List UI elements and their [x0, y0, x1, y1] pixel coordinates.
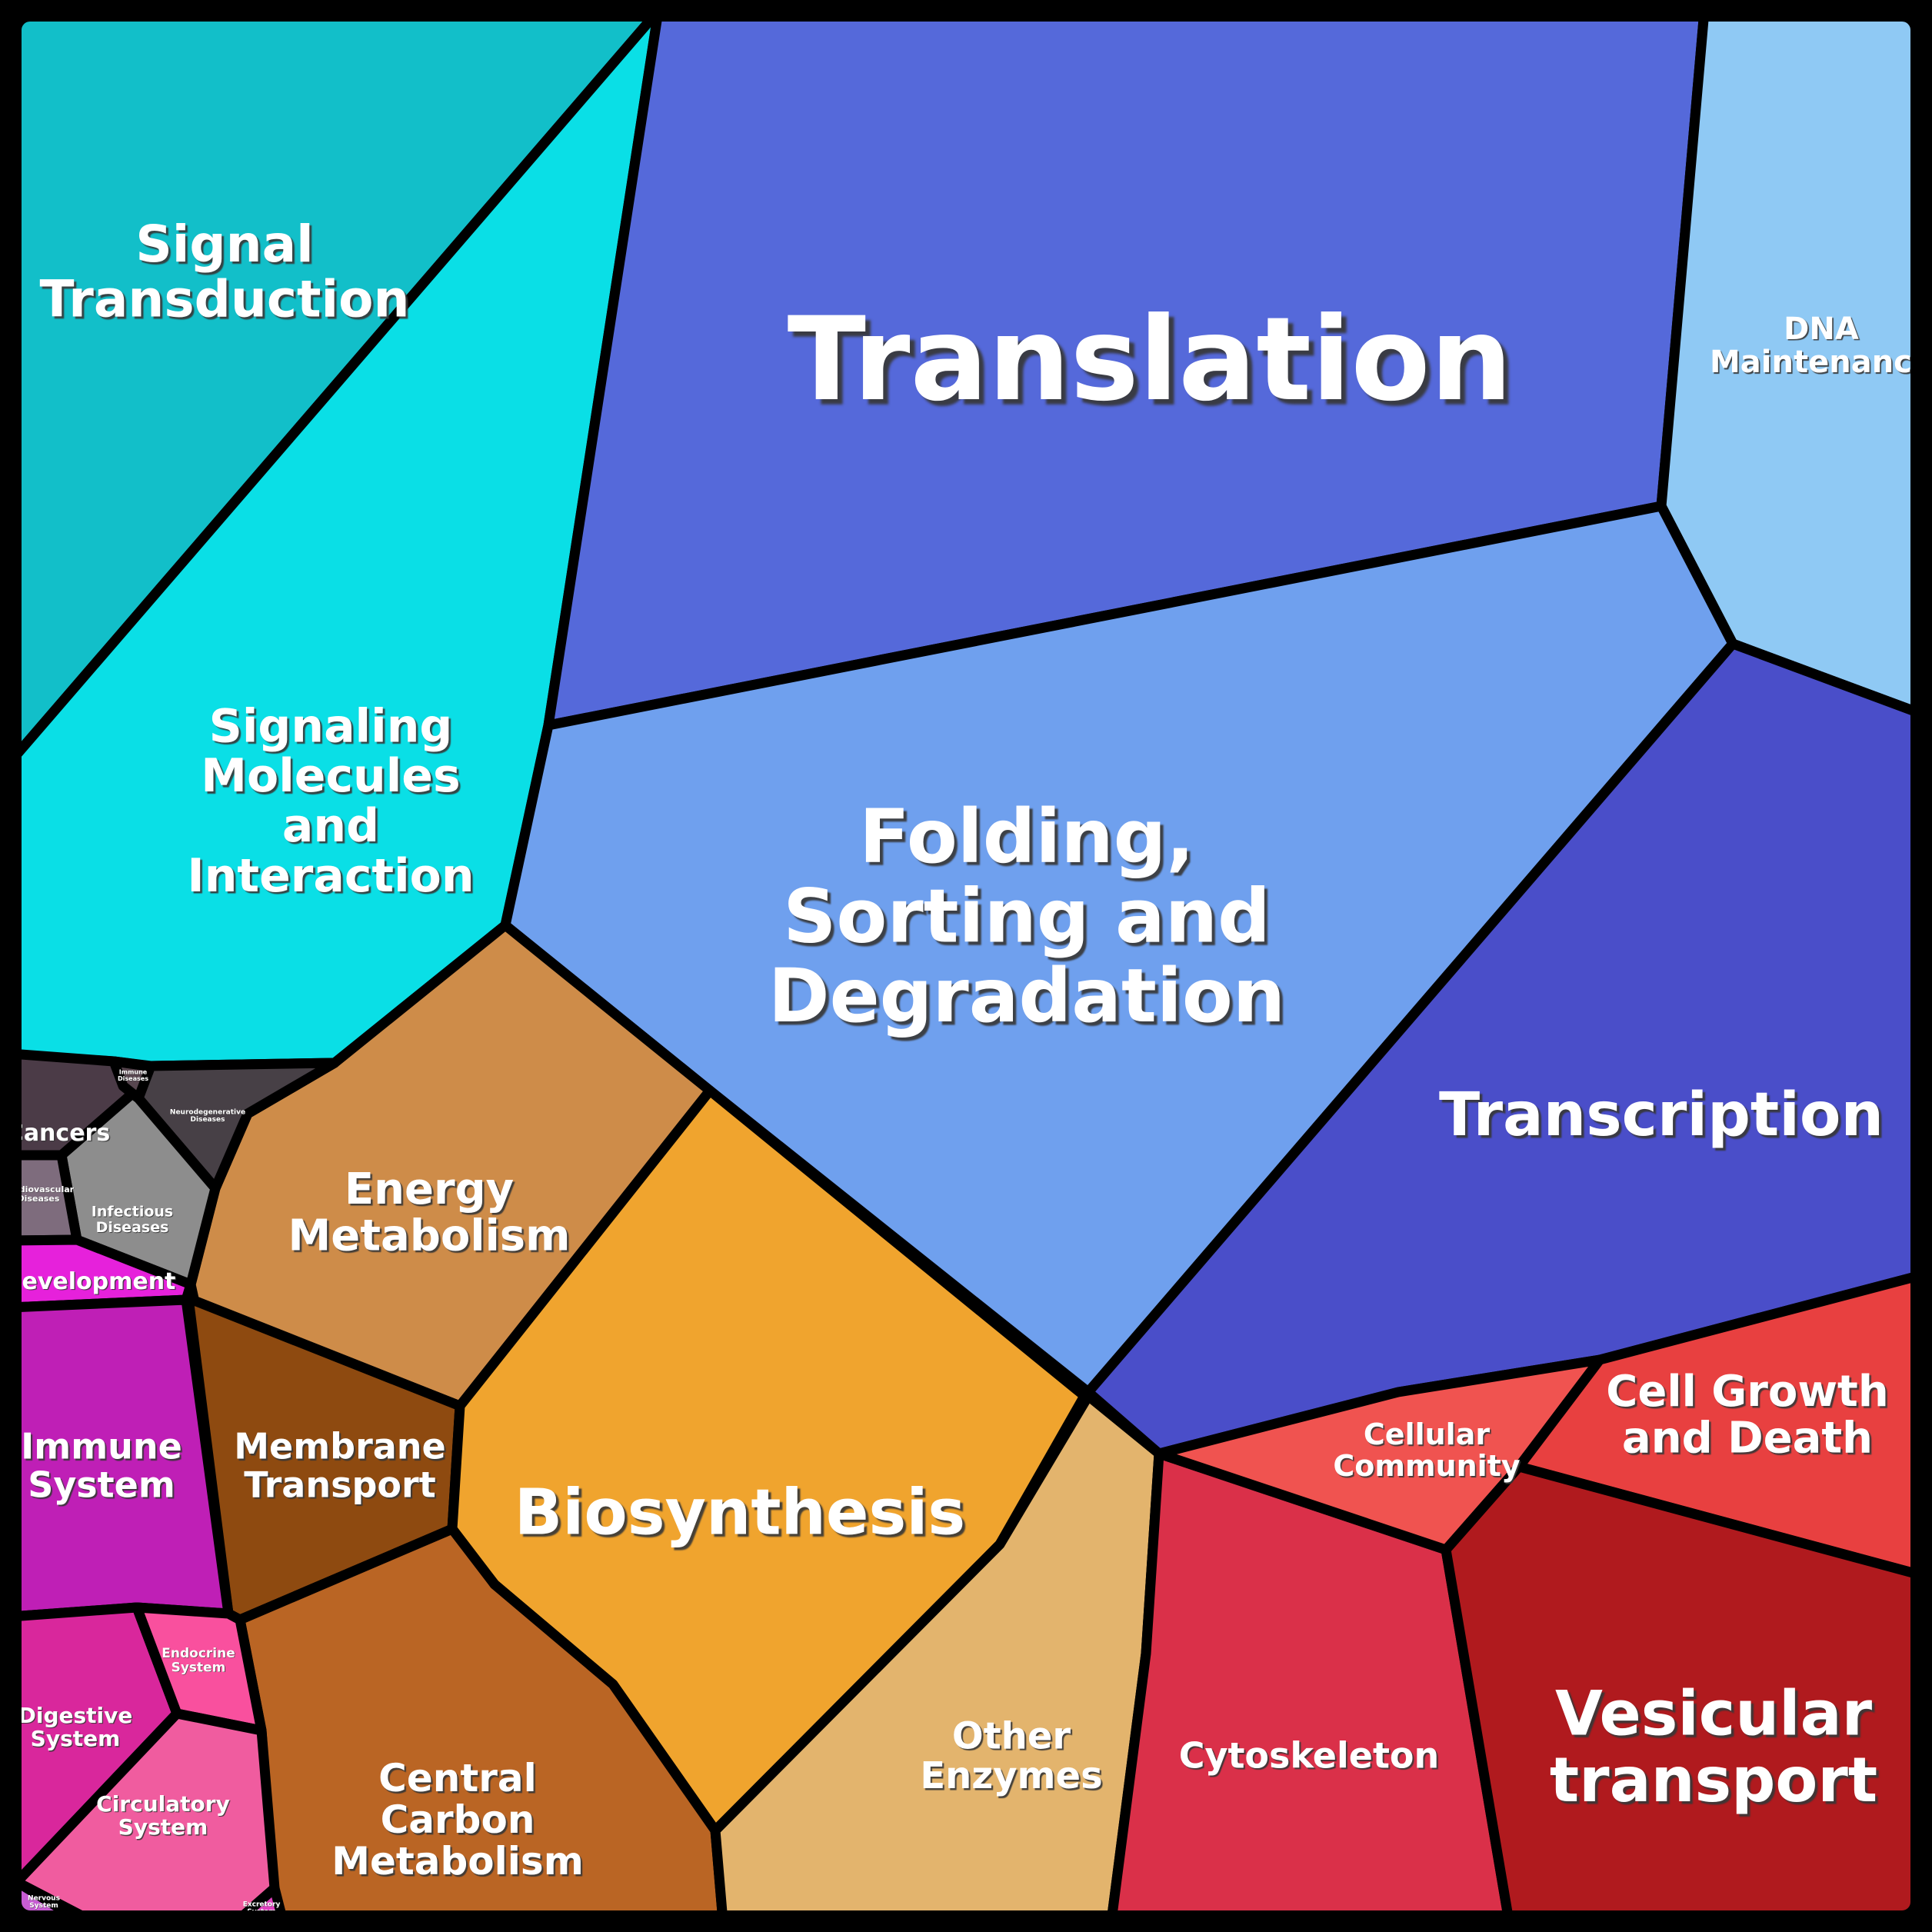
label-development-line-0: Development [3, 1268, 176, 1295]
label-membrane-transport-line-1: Transport [244, 1464, 435, 1505]
label-folding-sorting-degradation-line-0: Folding, [859, 794, 1194, 880]
label-development: Development [3, 1268, 176, 1295]
label-immune-diseases-line-1: Diseases [118, 1075, 148, 1082]
label-transcription: Transcription [1439, 1081, 1884, 1150]
label-immune-system-line-0: Immune [21, 1426, 182, 1467]
label-digestive-system-line-0: Digestive [18, 1703, 133, 1728]
label-vesicular-transport-line-0: Vesicular [1555, 1678, 1873, 1750]
label-cellular-community-line-0: Cellular [1364, 1417, 1490, 1451]
label-endocrine-system-line-1: System [172, 1660, 226, 1675]
label-signaling-molecules-line-0: Signaling [209, 699, 453, 753]
label-cell-growth-and-death-line-0: Cell Growth [1606, 1367, 1888, 1417]
label-energy-metabolism-line-0: Energy [345, 1164, 514, 1214]
label-infectious-diseases-line-0: Infectious [92, 1204, 174, 1221]
label-signal-transduction-line-0: Signal [135, 215, 314, 274]
label-nervous-system-line-1: System [29, 1902, 58, 1910]
label-circulatory-system-line-0: Circulatory [96, 1791, 230, 1817]
label-circulatory-system-line-1: System [118, 1814, 208, 1840]
label-cardiovascular-diseases-line-1: Diseases [18, 1194, 60, 1204]
label-folding-sorting-degradation-line-1: Sorting and [783, 874, 1271, 960]
label-cytoskeleton: Cytoskeleton [1179, 1735, 1440, 1777]
label-other-enzymes-line-1: Enzymes [920, 1754, 1102, 1797]
label-dna-maintenance-line-1: Maintenance [1710, 345, 1932, 380]
label-biosynthesis-line-0: Biosynthesis [515, 1477, 966, 1550]
label-cell-growth-and-death-line-1: and Death [1622, 1413, 1873, 1463]
label-infectious-diseases-line-1: Diseases [96, 1219, 169, 1236]
label-immune-diseases-line-0: Immune [119, 1069, 148, 1076]
label-biosynthesis: Biosynthesis [515, 1477, 966, 1550]
label-digestive-system-line-1: System [31, 1726, 121, 1751]
region-endocrine-system [132, 1602, 267, 1736]
label-membrane-transport-line-0: Membrane [234, 1426, 446, 1467]
label-vesicular-transport-line-1: transport [1550, 1744, 1877, 1816]
label-central-carbon-metabolism-line-2: Metabolism [331, 1839, 584, 1884]
label-transcription-line-0: Transcription [1439, 1081, 1884, 1150]
label-neurodegenerative-diseases-line-0: Neurodegenerative [170, 1108, 245, 1116]
label-translation: Translation [788, 293, 1513, 427]
label-other-enzymes-line-0: Other [952, 1714, 1071, 1757]
label-cellular-community-line-1: Community [1333, 1449, 1520, 1483]
label-signaling-molecules-line-3: Interaction [187, 849, 474, 903]
label-signaling-molecules-line-1: Molecules [201, 749, 460, 803]
label-excretory-system-line-0: Excretory [243, 1900, 281, 1908]
label-cancers-line-0: Cancers [7, 1120, 110, 1147]
label-dna-maintenance-line-0: DNA [1784, 311, 1859, 347]
label-translation-line-0: Translation [788, 293, 1513, 427]
label-central-carbon-metabolism-line-0: Central [378, 1756, 537, 1800]
label-cytoskeleton-line-0: Cytoskeleton [1179, 1735, 1440, 1777]
label-signaling-molecules-line-2: and [282, 799, 379, 853]
label-cancers: Cancers [7, 1120, 110, 1147]
region-neurodegenerative-diseases [133, 1058, 340, 1194]
label-central-carbon-metabolism-line-1: Carbon [381, 1797, 535, 1842]
label-immune-system-line-1: System [28, 1464, 175, 1505]
label-signal-transduction-line-1: Transduction [40, 269, 410, 328]
label-folding-sorting-degradation-line-2: Degradation [768, 953, 1285, 1039]
label-endocrine-system-line-0: Endocrine [162, 1646, 235, 1661]
label-neurodegenerative-diseases-line-1: Diseases [191, 1116, 225, 1124]
label-nervous-system-line-0: Nervous [28, 1894, 60, 1902]
label-energy-metabolism-line-1: Metabolism [288, 1211, 571, 1261]
